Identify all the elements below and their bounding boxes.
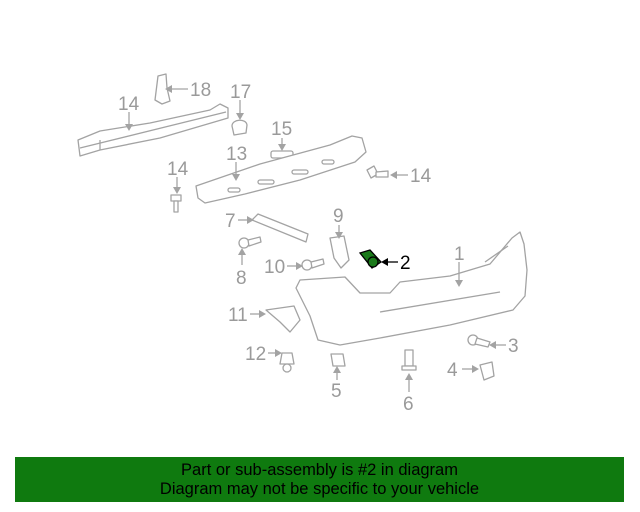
callout-14-right: 14 — [410, 166, 432, 187]
callout-7: 7 — [225, 211, 236, 232]
callout-14-left: 14 — [167, 159, 189, 180]
callout-15: 15 — [271, 119, 292, 140]
callout-3: 3 — [508, 336, 519, 357]
part-16-reinforcement — [77, 103, 229, 157]
part-14-bolt-right — [366, 165, 389, 179]
callout-6: 6 — [403, 394, 414, 415]
callout-10: 10 — [264, 257, 285, 278]
callout-17: 17 — [230, 82, 251, 103]
banner-line-2: Diagram may not be specific to your vehi… — [159, 479, 480, 498]
part-5-nut — [330, 353, 346, 367]
callout-12: 12 — [245, 344, 266, 365]
callout-5: 5 — [331, 381, 342, 402]
leader-lines — [125, 85, 506, 392]
part-13-absorber — [195, 135, 367, 204]
part-7-retainer — [251, 213, 309, 243]
part-11-bracket — [265, 305, 301, 333]
part-2-screw-highlighted — [358, 249, 382, 269]
parts-diagram: 14 18 17 15 13 14 14 7 9 8 10 2 1 11 12 … — [77, 73, 528, 415]
part-12-clip — [279, 352, 295, 373]
callout-13: 13 — [226, 144, 247, 165]
callout-18: 18 — [190, 80, 211, 101]
part-8-bolt — [238, 236, 262, 249]
callout-2-highlighted: 2 — [400, 253, 411, 274]
info-banner: Part or sub-assembly is #2 in diagram Di… — [15, 457, 624, 502]
part-3-bolt — [467, 334, 491, 348]
callout-labels: 14 18 17 15 13 14 14 7 9 8 10 2 1 11 12 … — [118, 80, 519, 415]
part-14-bolt-left — [170, 194, 182, 213]
callout-1: 1 — [454, 244, 465, 265]
part-18-bracket — [154, 73, 171, 105]
part-1-bumper-cover — [295, 231, 528, 346]
part-17-clip — [231, 119, 248, 136]
part-10-bolt — [301, 258, 325, 271]
callout-4: 4 — [447, 360, 458, 381]
part-6-stud — [401, 349, 417, 371]
banner-line-1: Part or sub-assembly is #2 in diagram — [181, 460, 458, 479]
callout-8: 8 — [236, 268, 247, 289]
callout-9: 9 — [333, 206, 344, 227]
part-9-bracket — [329, 235, 350, 269]
callout-16: 14 — [118, 94, 140, 115]
part-4-clip — [479, 361, 495, 381]
callout-11: 11 — [228, 305, 248, 326]
